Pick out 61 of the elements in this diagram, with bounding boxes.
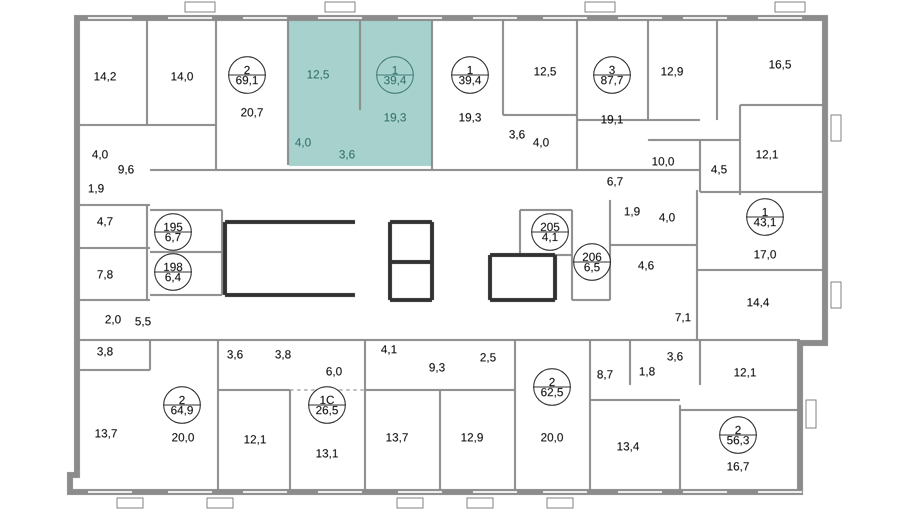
room-area: 12,1 [734,368,756,378]
room-area: 17,0 [754,250,776,260]
apartment-badge: 195 6,7 [154,213,192,251]
room-area: 14,0 [172,72,193,82]
room-area: 20,0 [541,433,563,443]
room-area: 3,6 [227,350,243,360]
room-area: 4,6 [638,261,654,271]
room-area: 2,5 [480,353,496,363]
room-area: 20,7 [241,108,263,118]
room-area: 4,1 [381,345,397,355]
apartment-badge: 2 62,5 [532,368,572,406]
apartment-badge: 1 43,1 [746,198,784,236]
room-area: 12,5 [308,70,329,80]
room-area: 13,1 [316,449,338,459]
room-area: 13,4 [618,442,640,452]
room-area: 3,6 [339,150,355,160]
apartment-badge: 205 4,1 [530,213,570,251]
apartment-badge: 1С 26,5 [308,386,346,424]
room-area: 19,3 [384,113,406,123]
room-area: 12,5 [534,67,556,77]
room-area: 13,7 [96,429,117,439]
room-area: 4,5 [711,165,727,175]
room-area: 2,0 [105,315,121,325]
room-area: 3,6 [667,352,683,362]
room-area: 10,0 [652,157,674,167]
room-area: 6,7 [607,177,623,187]
room-area: 13,7 [386,433,408,443]
room-area: 4,0 [659,213,675,223]
room-area: 3,8 [275,350,291,360]
apartment-badge: 2 64,9 [162,386,202,424]
apartment-badge: 1 39,4 [450,56,490,94]
room-area: 4,0 [92,150,108,160]
room-area: 14,4 [748,298,770,308]
apartment-badge: 206 6,5 [572,243,612,281]
room-area: 1,9 [624,207,640,217]
apartment-badge: 2 69,1 [228,56,266,94]
room-area: 12,1 [756,150,778,160]
room-area: 4,0 [533,138,549,148]
room-area: 12,9 [662,67,683,77]
room-area: 4,0 [295,138,311,148]
room-area: 3,8 [97,347,113,357]
room-area: 12,9 [462,433,483,443]
room-area: 1,8 [640,367,655,377]
room-area: 19,1 [602,115,623,125]
room-area: 4,7 [97,217,113,227]
apartment-badge: 2 56,3 [718,416,758,454]
room-area: 8,7 [597,370,613,380]
room-area: 5,5 [135,317,151,327]
apartment-badge: 198 6,4 [154,253,192,291]
room-area: 3,6 [509,130,525,140]
apartment-badge: 3 87,7 [592,56,632,94]
room-area: 14,2 [94,72,116,82]
room-area: 16,5 [770,60,791,70]
room-area: 9,6 [118,165,134,175]
room-area: 7,8 [97,270,113,280]
room-area: 7,1 [675,313,691,323]
apartment-badge: 1 39,4 [376,56,414,94]
room-area: 12,1 [244,435,266,445]
room-area: 19,3 [460,113,481,123]
room-area: 1,9 [88,184,104,194]
room-area: 9,3 [429,363,445,373]
